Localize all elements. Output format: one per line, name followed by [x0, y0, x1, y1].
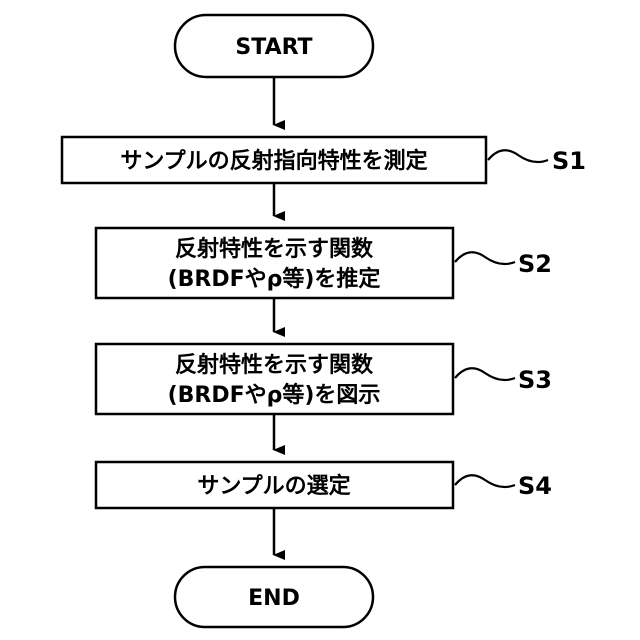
step-s2: 反射特性を示す関数 (BRDFやρ等)を推定 S2 [96, 228, 552, 298]
step-s4-leader [455, 475, 515, 487]
end-label: END [248, 586, 300, 611]
step-s3: 反射特性を示す関数 (BRDFやρ等)を図示 S3 [96, 344, 552, 414]
step-s1: サンプルの反射指向特性を測定 S1 [62, 137, 586, 183]
start-label: START [235, 35, 312, 60]
end-terminator: END [175, 567, 373, 627]
start-terminator: START [175, 15, 373, 77]
step-s4-id: S4 [518, 472, 552, 500]
step-s4-text: サンプルの選定 [197, 473, 350, 499]
step-s3-id: S3 [518, 366, 552, 394]
step-s2-leader [455, 252, 515, 264]
step-s1-text: サンプルの反射指向特性を測定 [120, 148, 427, 174]
step-s3-text-line1: 反射特性を示す関数 [175, 352, 374, 378]
step-s2-id: S2 [518, 250, 552, 278]
step-s1-leader [488, 150, 548, 162]
step-s4: サンプルの選定 S4 [96, 462, 552, 508]
step-s2-text-line2: (BRDFやρ等)を推定 [168, 266, 381, 292]
step-s3-leader [455, 368, 515, 380]
step-s2-text-line1: 反射特性を示す関数 [175, 236, 374, 262]
step-s3-text-line2: (BRDFやρ等)を図示 [168, 382, 381, 408]
step-s1-id: S1 [552, 147, 586, 175]
